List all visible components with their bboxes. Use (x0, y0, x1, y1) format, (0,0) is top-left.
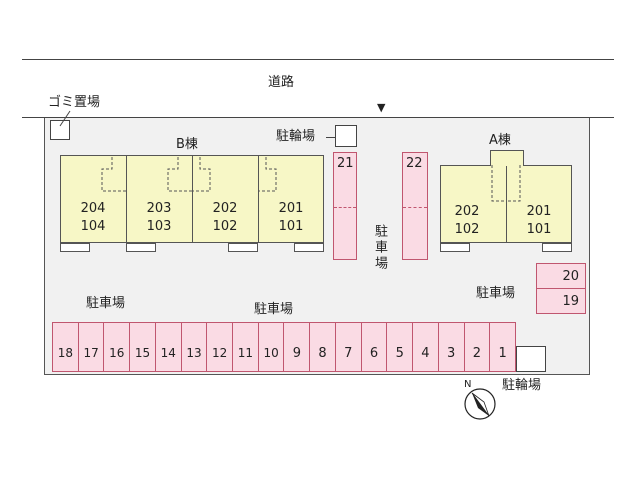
parking-space-label: 3 (447, 346, 456, 361)
parking-space: 13 (180, 322, 208, 372)
unit-b-102: 102 (212, 219, 238, 234)
building-b-divider-2 (192, 155, 193, 243)
unit-b-103: 103 (146, 219, 172, 234)
parking-space-label: 17 (83, 346, 99, 360)
parking-space: 12 (206, 322, 234, 372)
parking-space-label: 9 (292, 346, 301, 361)
balcony (440, 243, 470, 252)
building-a-label: A棟 (489, 133, 511, 148)
parking-space-divider (334, 207, 356, 208)
parking-space: 9 (283, 322, 311, 372)
parking-space: 16 (103, 322, 131, 372)
balcony (228, 243, 258, 252)
parking-space: 17 (77, 322, 105, 372)
parking-space: 14 (154, 322, 182, 372)
parking-space-label: 5 (395, 346, 404, 361)
parking-space-label: 12 (212, 346, 228, 360)
parking-label-center: 駐車場 (254, 302, 294, 317)
parking-space-label: 7 (344, 346, 353, 361)
parking-label-left: 駐車場 (86, 296, 126, 311)
road-label: 道路 (268, 75, 295, 90)
parking-space: 6 (360, 322, 388, 372)
unit-a-102: 102 (454, 222, 480, 237)
parking-space: 11 (232, 322, 259, 372)
unit-a-101: 101 (526, 222, 552, 237)
building-a-divider (506, 165, 507, 243)
road-line-bottom (22, 117, 614, 118)
parking-space: 8 (309, 322, 336, 372)
building-a-stair-outlines (491, 165, 521, 202)
parking-space: 5 (386, 322, 414, 372)
unit-b-204: 204 (80, 201, 106, 216)
garbage-label: ゴミ置場 (48, 95, 101, 110)
parking-space-label-21: 21 (337, 156, 354, 171)
parking-space: 4 (412, 322, 439, 372)
parking-space-label: 14 (160, 346, 176, 360)
compass-icon (464, 388, 496, 420)
parking-space-20: 20 (536, 263, 586, 289)
road-line-top (22, 59, 614, 60)
parking-space-divider (403, 207, 427, 208)
parking-label-right: 駐車場 (476, 286, 516, 301)
balcony (60, 243, 90, 252)
unit-a-201: 201 (526, 204, 552, 219)
garbage-area (50, 120, 70, 140)
unit-b-201: 201 (278, 201, 304, 216)
parking-label-vertical: 駐車場 (372, 224, 387, 272)
unit-b-202: 202 (212, 201, 238, 216)
parking-space: 3 (437, 322, 465, 372)
parking-space-label: 13 (186, 346, 202, 360)
balcony (542, 243, 572, 252)
parking-space-label: 15 (134, 346, 151, 360)
parking-space-label: 6 (369, 346, 379, 361)
bike-parking-label-top: 駐輪場 (276, 129, 316, 144)
parking-space: 2 (463, 322, 491, 372)
bike-parking-top (335, 125, 357, 147)
building-b-label: B棟 (176, 137, 198, 152)
building-a-core (490, 150, 524, 166)
parking-space-22 (402, 152, 428, 260)
bike-parking-leader-line (326, 137, 336, 138)
parking-space-label: 10 (263, 346, 279, 360)
bike-parking-label-bottom: 駐輪場 (502, 378, 542, 393)
balcony (126, 243, 156, 252)
parking-space-label: 8 (318, 346, 327, 361)
unit-b-104: 104 (80, 219, 106, 234)
parking-space-label-22: 22 (406, 156, 423, 171)
parking-space-label-20: 20 (562, 269, 579, 284)
parking-space-19: 19 (536, 288, 586, 314)
garbage-leader-line (59, 110, 71, 127)
parking-space-21 (333, 152, 357, 260)
parking-space-label: 11 (237, 346, 254, 360)
entrance-marker-icon: ▼ (377, 101, 386, 114)
parking-space: 1 (489, 322, 516, 372)
building-b-divider-3 (258, 155, 259, 243)
parking-space-label: 18 (57, 346, 73, 360)
parking-space-label: 2 (472, 346, 482, 361)
unit-b-203: 203 (146, 201, 172, 216)
unit-b-101: 101 (278, 219, 304, 234)
parking-space-label: 4 (421, 346, 430, 361)
parking-space: 7 (334, 322, 362, 372)
bike-parking-bottom (516, 346, 546, 372)
unit-a-202: 202 (454, 204, 480, 219)
building-b-divider-1 (126, 155, 127, 243)
parking-space: 15 (129, 322, 156, 372)
balcony (294, 243, 324, 252)
parking-space-label-19: 19 (562, 294, 579, 309)
parking-space: 18 (52, 322, 79, 372)
building-b-stair-outlines (101, 157, 277, 192)
parking-space-label: 1 (498, 346, 507, 361)
parking-space: 10 (257, 322, 285, 372)
compass-label: N (464, 379, 472, 390)
parking-space-label: 16 (109, 346, 125, 360)
